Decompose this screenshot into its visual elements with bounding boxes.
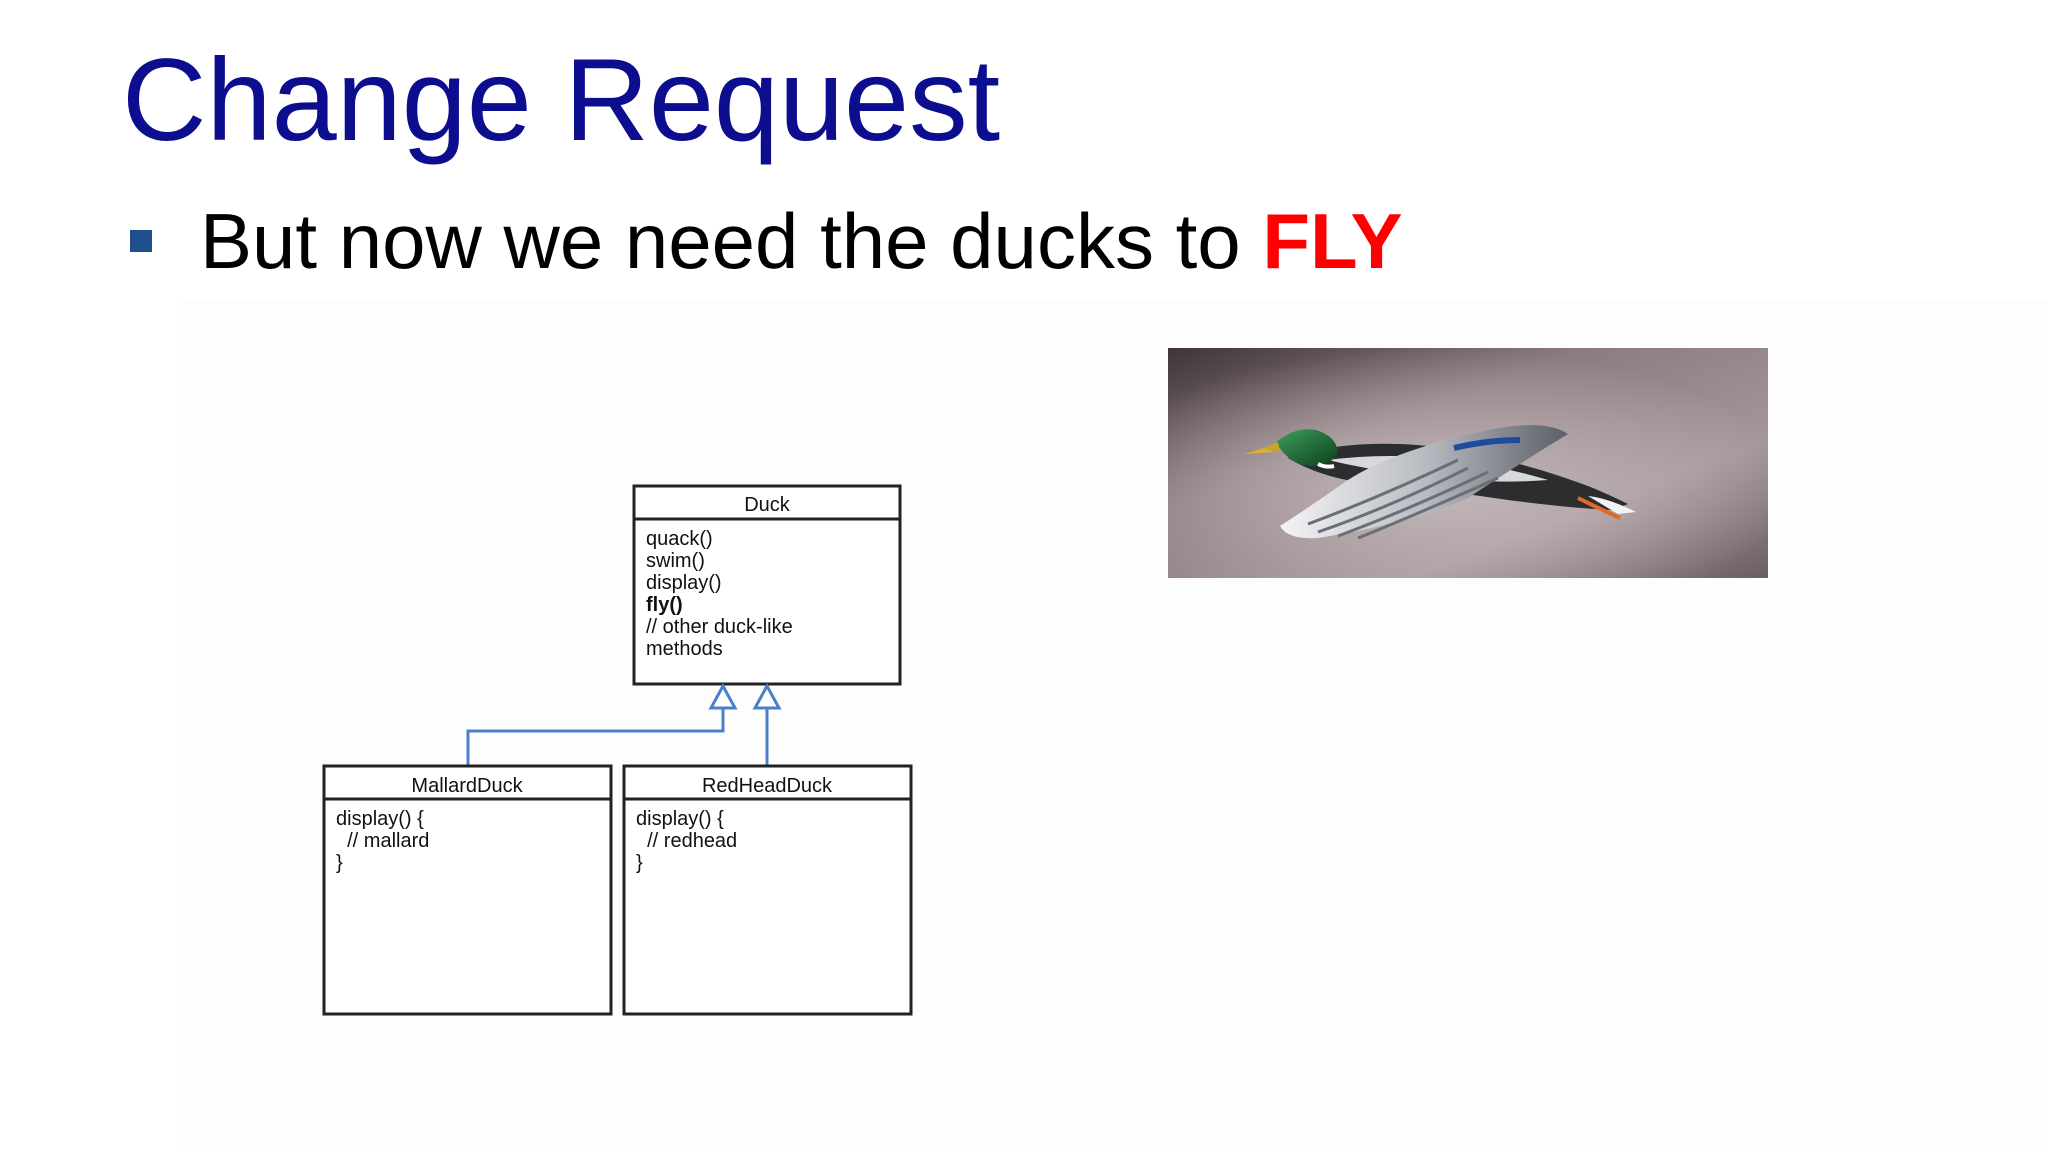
mallard-inheritance-arrowhead [708, 682, 738, 710]
redhead-class-name: RedHeadDuck [702, 775, 833, 797]
uml-class-mallardduck: MallardDuck display() { // mallard } [322, 764, 613, 1016]
duck-member-display: display() [646, 572, 722, 594]
mallard-body-line-1: display() { [336, 808, 424, 830]
bullet-marker [130, 230, 152, 252]
duck-member-methods: methods [646, 638, 723, 660]
uml-class-duck: Duck quack() swim() display() fly() // o… [632, 484, 902, 686]
uml-class-redheadduck: RedHeadDuck display() { // redhead } [622, 764, 913, 1016]
duck-class-name: Duck [744, 494, 791, 516]
duck-member-comment: // other duck-like [646, 616, 793, 638]
mallard-class-box [322, 764, 613, 1016]
redhead-body-line-2: // redhead [636, 830, 737, 852]
redhead-inheritance-arrowhead [752, 682, 782, 710]
mallard-body-line-2: // mallard [336, 830, 429, 852]
mallard-class-name: MallardDuck [411, 775, 523, 797]
redhead-class-box [622, 764, 913, 1016]
slide-title: Change Request [122, 34, 1001, 165]
bullet-point: But now we need the ducks to FLY [130, 196, 1403, 286]
redhead-body-line-3: } [636, 852, 643, 874]
duck-member-swim: swim() [646, 550, 705, 572]
inheritance-connectors [466, 682, 782, 765]
bullet-emphasis-fly: FLY [1262, 196, 1403, 285]
flying-mallard-photo [1168, 348, 1768, 578]
duck-member-fly: fly() [646, 594, 683, 616]
bullet-text: But now we need the ducks to FLY [200, 196, 1403, 287]
mallard-illustration [1168, 348, 1768, 578]
bullet-text-main: But now we need the ducks to [200, 196, 1263, 285]
mallard-to-duck-line [466, 708, 725, 765]
redhead-body-line-1: display() { [636, 808, 724, 830]
duck-member-quack: quack() [646, 528, 713, 550]
mallard-body-line-3: } [336, 852, 343, 874]
